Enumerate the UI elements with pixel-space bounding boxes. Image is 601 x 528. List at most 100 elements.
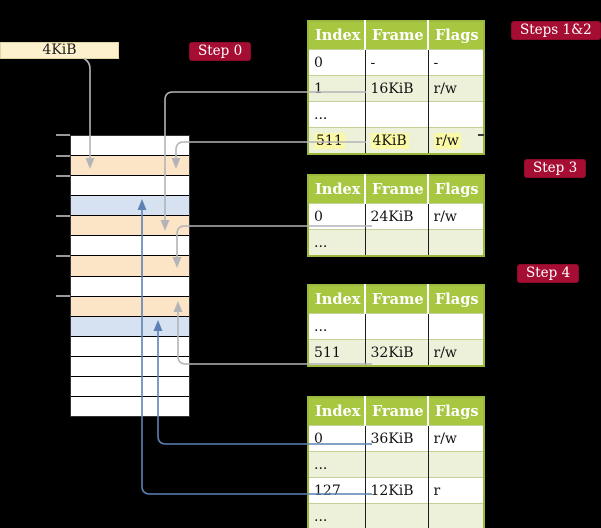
cell-flags: r/w (428, 425, 484, 452)
cell-flags: - (428, 49, 484, 76)
table-header-row: Index Frame Flags (308, 285, 484, 314)
col-header-frame: Frame (365, 397, 429, 426)
memory-tick (56, 175, 70, 177)
memory-row-white (71, 397, 189, 417)
badge-steps-1-2-label: Steps 1&2 (520, 22, 592, 38)
table-row: 0 - - (308, 49, 484, 76)
badge-step-4-label: Step 4 (526, 265, 571, 281)
table-row: 511 32KiB r/w (308, 339, 484, 366)
cell-index: 0 (308, 203, 366, 230)
cell-frame: 16KiB (365, 75, 429, 102)
col-header-index: Index (308, 397, 366, 426)
cell-flags (428, 451, 484, 478)
cell-index: ... (308, 451, 366, 478)
cell-flags: r/w (428, 75, 484, 102)
cell-index: ... (308, 101, 366, 128)
table-row: 0 24KiB r/w (308, 203, 484, 230)
col-header-flags: Flags (428, 397, 484, 426)
table-header-row: Index Frame Flags (308, 175, 484, 204)
cell-index: 127 (308, 477, 366, 504)
memory-tick (56, 215, 70, 217)
memory-row-white (71, 276, 189, 297)
cell-index: ... (308, 503, 366, 528)
page-table-3: Index Frame Flags ... 511 32KiB r/w (307, 284, 485, 367)
row-marker-dash (478, 134, 484, 136)
cell-frame (365, 101, 429, 128)
cell-index: 0 (308, 49, 366, 76)
table-row: ... (308, 503, 484, 528)
cell-flags: r (428, 477, 484, 504)
memory-row-white (71, 236, 189, 257)
frame-size-label: 4KiB (42, 42, 77, 58)
memory-row-white (71, 136, 189, 157)
table-header-row: Index Frame Flags (308, 21, 484, 50)
col-header-flags: Flags (428, 21, 484, 50)
memory-row-peach (71, 256, 189, 277)
cell-index: 0 (308, 425, 366, 452)
table-row: 0 36KiB r/w (308, 425, 484, 452)
badge-step-3-label: Step 3 (533, 160, 578, 176)
memory-tick (56, 155, 70, 157)
highlight: r/w (433, 132, 461, 149)
memory-row-white (71, 356, 189, 377)
table-row: ... (308, 313, 484, 340)
memory-row-peach (71, 216, 189, 237)
memory-row-blue (71, 316, 189, 337)
cell-index: 511 (308, 339, 366, 366)
cell-frame: 32KiB (365, 339, 429, 366)
col-header-frame: Frame (365, 285, 429, 314)
cell-frame (365, 451, 429, 478)
col-header-flags: Flags (428, 285, 484, 314)
cell-frame: 36KiB (365, 425, 429, 452)
page-table-2: Index Frame Flags 0 24KiB r/w ... (307, 174, 485, 257)
badge-step-3: Step 3 (524, 159, 587, 178)
frame-size-box: 4KiB (0, 42, 119, 59)
cell-frame (365, 229, 429, 256)
memory-row-blue (71, 196, 189, 217)
col-header-index: Index (308, 21, 366, 50)
table-row: ... (308, 451, 484, 478)
memory-column (70, 135, 190, 417)
cell-frame: 12KiB (365, 477, 429, 504)
cell-index: ... (308, 229, 366, 256)
cell-index: 1 (308, 75, 366, 102)
cell-frame (365, 313, 429, 340)
memory-tick (56, 295, 70, 297)
cell-frame: 24KiB (365, 203, 429, 230)
cell-flags: r/w (428, 127, 484, 154)
badge-steps-1-2: Steps 1&2 (511, 21, 601, 40)
table-header-row: Index Frame Flags (308, 397, 484, 426)
cell-index: 511 (308, 127, 366, 154)
table-row: 1 16KiB r/w (308, 75, 484, 102)
cell-flags (428, 503, 484, 528)
badge-step-0: Step 0 (189, 42, 252, 61)
memory-tick (56, 255, 70, 257)
col-header-index: Index (308, 285, 366, 314)
badge-step-0-label: Step 0 (198, 43, 243, 59)
col-header-flags: Flags (428, 175, 484, 204)
table-row: ... (308, 229, 484, 256)
table-row: 127 12KiB r (308, 477, 484, 504)
cell-frame: - (365, 49, 429, 76)
page-table-4: Index Frame Flags 0 36KiB r/w ... 127 12… (307, 396, 485, 528)
cell-flags: r/w (428, 339, 484, 366)
col-header-frame: Frame (365, 175, 429, 204)
cell-flags (428, 229, 484, 256)
memory-tick (56, 134, 70, 136)
memory-row-white (71, 376, 189, 398)
cell-frame (365, 503, 429, 528)
cell-flags (428, 101, 484, 128)
page-table-1: Index Frame Flags 0 - - 1 16KiB r/w ... (307, 20, 485, 155)
table-row-highlighted: 511 4KiB r/w (308, 127, 484, 154)
cell-frame: 4KiB (365, 127, 429, 154)
memory-row-white (71, 176, 189, 197)
cell-flags (428, 313, 484, 340)
memory-row-white (71, 336, 189, 357)
memory-row-peach (71, 296, 189, 317)
col-header-frame: Frame (365, 21, 429, 50)
memory-row-peach (71, 156, 189, 177)
highlight: 4KiB (370, 132, 409, 149)
cell-index: ... (308, 313, 366, 340)
col-header-index: Index (308, 175, 366, 204)
